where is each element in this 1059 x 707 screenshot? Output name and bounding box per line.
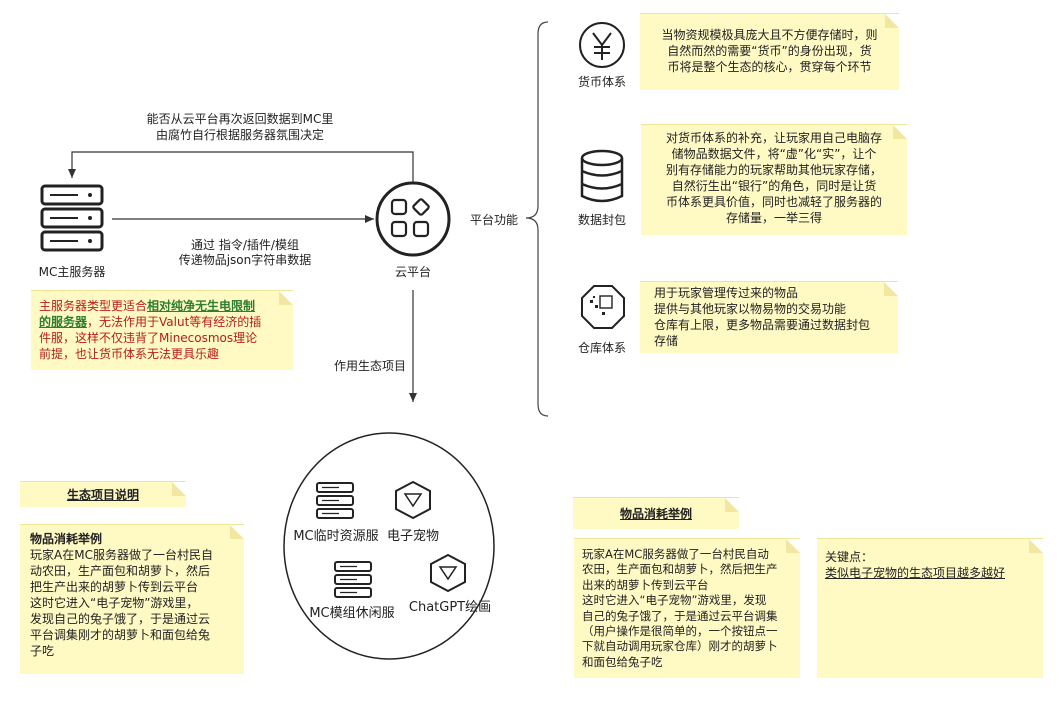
note-line: 出来的胡萝卜传到云平台 [582, 577, 709, 592]
eco-title-note: 生态项目说明 [20, 481, 186, 507]
key-point-text: 类似电子宠物的生态项目越多越好 [825, 566, 1006, 580]
note-line: 储物品数据文件，将“虚”化“实”，让个 [671, 147, 877, 161]
eco-title: 生态项目说明 [66, 488, 139, 502]
consume-title-note: 物品消耗举例 [573, 497, 739, 529]
note-line: 币将是整个生态的核心，贯穿每个环节 [667, 60, 872, 74]
cloud-platform-icon [375, 181, 451, 257]
note-line: 把生产出来的胡萝卜传到云平台 [30, 580, 199, 594]
highlight-text: 相对纯净无生电限制 [147, 299, 256, 313]
note-line: 用于玩家管理传过来的物品 [654, 286, 799, 300]
note-line: 下就自动调用玩家仓库）刚才的胡萝卜 [582, 639, 778, 654]
eco-server-icon-2 [334, 561, 372, 598]
transfer-label-line-1: 通过 指令/插件/模组 [191, 238, 299, 252]
note-line: 平台调集刚才的胡萝卜和面包给兔 [30, 628, 211, 642]
note-text: ，无法作用于Valut等有经济的插 [87, 315, 262, 329]
server-type-note: 主服务器类型更适合相对纯净无生电限制 的服务器，无法作用于Valut等有经济的插… [31, 290, 293, 370]
note-line: 当物资规模极具庞大且不方便存储时，则 [661, 28, 878, 42]
return-label-line-2: 由腐竹自行根据服务器氛围决定 [155, 128, 324, 142]
highlight-text: 的服务器 [39, 315, 88, 329]
key-point-title: 关键点： [825, 550, 874, 564]
note-line: 这时它进入“电子宠物”游戏里，发现 [582, 593, 767, 608]
note-line: 和面包给兔子吃 [582, 654, 663, 669]
note-line: 提供与其他玩家以物易物的交易功能 [654, 302, 847, 316]
currency-label: 货币体系 [577, 75, 626, 89]
eco-item-label: 电子宠物 [386, 529, 439, 544]
eco-server-icon-1 [316, 482, 354, 519]
platform-brace [525, 21, 549, 417]
eco-item-label: ChatGPT绘画 [408, 600, 492, 615]
server-icon [40, 184, 104, 252]
note-line: 玩家A在MC服务器做了一台村民自动 [582, 547, 769, 561]
note-line: 别有存储能力的玩家帮助其他玩家存储， [665, 163, 882, 177]
note-line: 件服，这样不仅违背了Minecosmos理论 [39, 331, 258, 345]
note-line: 对货币体系的补充，让玩家用自己电脑存 [665, 131, 882, 145]
note-line: 这时它进入“电子宠物”游戏里， [30, 596, 199, 610]
return-connector [68, 151, 414, 188]
warehouse-note: 用于玩家管理传过来的物品 提供与其他玩家以物易物的交易功能 仓库有上限，更多物品… [640, 281, 898, 353]
note-line: 自然而然的需要“货币”的身份出现，货 [667, 44, 872, 58]
platform-functions-label: 平台功能 [469, 213, 518, 227]
data-pack-label: 数据封包 [577, 213, 626, 227]
warehouse-label: 仓库体系 [577, 341, 626, 355]
note-line: 子吃 [30, 644, 55, 658]
consume-example-note: 玩家A在MC服务器做了一台村民自动 农田，生产面包和胡萝卜，然后把生产 出来的胡… [574, 538, 800, 678]
transfer-label-line-2: 传递物品json字符串数据 [178, 253, 312, 267]
cube-icon [430, 553, 466, 593]
return-label-line-1: 能否从云平台再次返回数据到MC里 [146, 112, 334, 126]
yen-icon [579, 22, 625, 68]
note-line: 币体系更具价值，同时也减轻了服务器的 [665, 195, 882, 209]
mc-server-label: MC主服务器 [38, 265, 106, 279]
note-line: 自己的兔子饿了，于是通过云平台调集 [582, 608, 778, 623]
key-point-note: 关键点： 类似电子宠物的生态项目越多越好 [817, 538, 1043, 678]
eco-item-label: MC模组休闲服 [309, 606, 395, 621]
database-icon [580, 149, 624, 203]
note-line: 存储 [654, 334, 679, 348]
consume-title: 物品消耗举例 [619, 507, 692, 521]
note-text: 主服务器类型更适合 [39, 299, 148, 313]
ecosystem-circle [283, 432, 495, 660]
note-line: 前提，也让货币体系无法更具乐趣 [39, 347, 220, 361]
cloud-platform-label: 云平台 [394, 265, 431, 279]
note-line: 发现自己的兔子饿了，于是通过云 [30, 612, 211, 626]
cube-icon [395, 480, 431, 520]
warehouse-icon [581, 285, 625, 329]
eco-example-note: 物品消耗举例 玩家A在MC服务器做了一台村民自 动农田，生产面包和胡萝卜，然后 … [20, 524, 244, 674]
data-pack-note: 对货币体系的补充，让玩家用自己电脑存 储物品数据文件，将“虚”化“实”，让个 别… [641, 124, 907, 235]
note-line: 自然衍生出“银行”的角色，同时是让货 [671, 179, 877, 193]
note-line: （用户操作是很简单的，一个按钮点一 [582, 624, 778, 639]
note-line: 主服务器类型更适合相对纯净无生电限制 [39, 298, 293, 314]
note-line: 动农田，生产面包和胡萝卜，然后 [30, 564, 211, 578]
note-line: 玩家A在MC服务器做了一台村民自 [30, 548, 213, 562]
note-line: 仓库有上限，更多物品需要通过数据封包 [654, 318, 871, 332]
note-line: 存储量，一举三得 [725, 211, 822, 225]
note-line: 农田，生产面包和胡萝卜，然后把生产 [582, 562, 778, 577]
eco-label: 作用生态项目 [333, 359, 406, 373]
note-title: 物品消耗举例 [30, 532, 103, 546]
currency-note: 当物资规模极具庞大且不方便存储时，则 自然而然的需要“货币”的身份出现，货 币将… [640, 13, 899, 90]
note-line: 的服务器，无法作用于Valut等有经济的插 [39, 314, 293, 330]
eco-item-label: MC临时资源服 [293, 529, 379, 544]
